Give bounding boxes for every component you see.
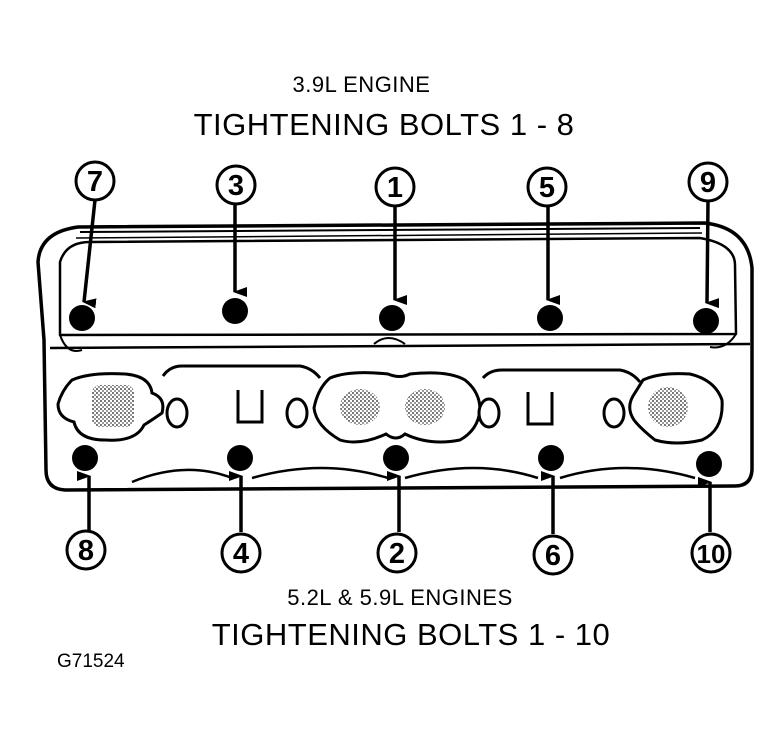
bottom-tightening-title: TIGHTENING BOLTS 1 - 10: [211, 617, 611, 652]
bolt-1: [379, 305, 405, 331]
top-engine-subtitle: 3.9L ENGINE: [292, 72, 431, 97]
callout-arrows: [77, 199, 720, 534]
bottom-engine-subtitle: 5.2L & 5.9L ENGINES: [287, 585, 513, 610]
callout-8: 8: [78, 535, 94, 567]
bolt-2: [383, 445, 409, 471]
bolt-holes: [69, 298, 722, 477]
callout-1: 1: [387, 172, 403, 204]
callout-3: 3: [228, 170, 244, 202]
callout-10: 10: [697, 539, 726, 569]
callout-9: 9: [700, 167, 716, 199]
callout-6: 6: [545, 540, 561, 572]
callout-5: 5: [539, 172, 555, 204]
callout-4: 4: [233, 538, 249, 570]
bolt-5: [537, 305, 563, 331]
callout-2: 2: [389, 538, 405, 570]
bolt-9: [693, 308, 719, 334]
bolt-10: [696, 451, 722, 477]
bolt-7: [69, 305, 95, 331]
intake-exhaust-ports: [56, 364, 724, 445]
bolt-3: [222, 298, 248, 324]
callout-7: 7: [87, 166, 103, 198]
callout-numbers: 7 3 1 5 9 8 4 2 6 10: [78, 166, 726, 572]
callout-circles: [65, 160, 732, 576]
figure-code: G71524: [57, 651, 125, 672]
bolt-4: [227, 445, 253, 471]
bolt-8: [72, 445, 98, 471]
top-tightening-title: TIGHTENING BOLTS 1 - 8: [193, 107, 575, 142]
lower-casting-lobes: [131, 466, 696, 484]
bolt-6: [538, 445, 564, 471]
cylinder-head-outline: [36, 221, 754, 492]
